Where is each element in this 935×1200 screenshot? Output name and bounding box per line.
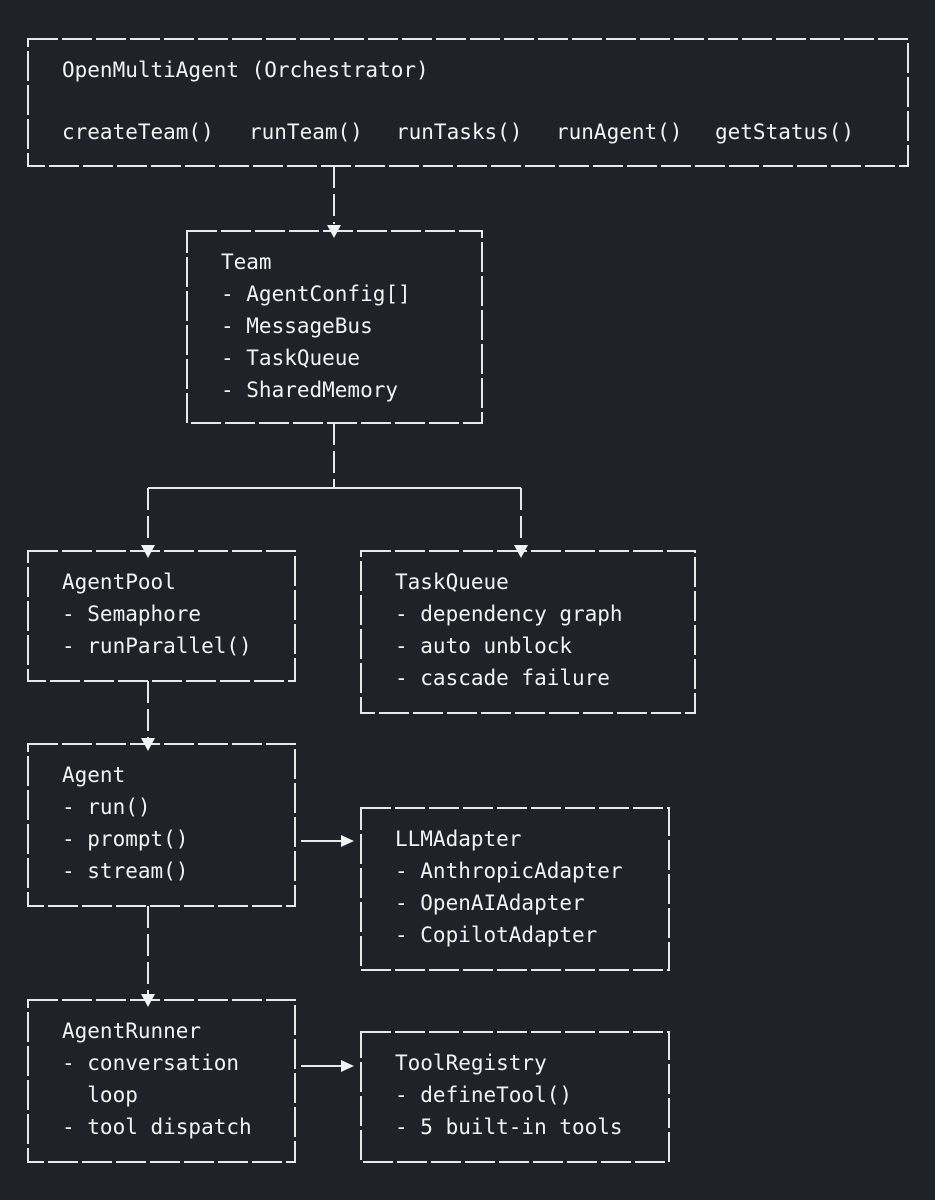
method-create-team: createTeam() (62, 120, 214, 144)
tool-registry-box: ToolRegistry - defineTool() - 5 built-in… (361, 1032, 669, 1162)
agent-pool-frame (27, 550, 296, 682)
tool-registry-title: ToolRegistry (395, 1051, 547, 1075)
agent-pool-title: AgentPool (62, 570, 176, 594)
agent-item: - stream() (62, 859, 189, 883)
team-item: - AgentConfig[] (221, 282, 411, 306)
method-get-status: getStatus() (715, 120, 855, 144)
tool-registry-item: - defineTool() (395, 1083, 573, 1107)
arrowhead-right-icon (341, 835, 354, 847)
task-queue-title: TaskQueue (395, 570, 509, 594)
task-queue-item: - cascade failure (395, 666, 610, 690)
task-queue-item: - auto unblock (395, 634, 573, 658)
agent-runner-box: AgentRunner - conversation loop - tool d… (28, 1000, 295, 1162)
orchestrator-frame (27, 38, 909, 167)
agent-pool-item: - Semaphore (62, 602, 202, 626)
agent-item: - prompt() (62, 827, 189, 851)
team-box: Team - AgentConfig[] - MessageBus - Task… (187, 231, 482, 423)
agent-runner-title: AgentRunner (62, 1019, 202, 1043)
team-item: - TaskQueue (221, 346, 361, 370)
orchestrator-box: OpenMultiAgent (Orchestrator) createTeam… (28, 39, 908, 166)
agent-runner-item: - conversation (62, 1051, 240, 1075)
llm-adapter-title: LLMAdapter (395, 827, 522, 851)
arrowhead-down-icon (514, 545, 528, 558)
arrowhead-right-icon (341, 1060, 354, 1072)
llm-adapter-item: - AnthropicAdapter (395, 859, 623, 883)
agent-pool-item: - runParallel() (62, 634, 252, 658)
arrowhead-down-icon (141, 738, 155, 751)
llm-adapter-frame (360, 807, 670, 971)
agent-pool-box: AgentPool - Semaphore - runParallel() (28, 551, 295, 681)
team-item: - SharedMemory (221, 378, 399, 402)
tool-registry-frame (360, 1031, 670, 1163)
agent-runner-frame (27, 999, 296, 1163)
orchestrator-title: OpenMultiAgent (Orchestrator) (62, 58, 429, 82)
task-queue-item: - dependency graph (395, 602, 623, 626)
agent-frame (27, 743, 296, 907)
method-run-agent: runAgent() (556, 120, 683, 144)
llm-adapter-item: - CopilotAdapter (395, 923, 598, 947)
agent-runner-item: loop (62, 1083, 138, 1107)
agent-item: - run() (62, 795, 151, 819)
task-queue-frame (360, 550, 696, 714)
team-item: - MessageBus (221, 314, 373, 338)
arrowhead-down-icon (327, 225, 341, 238)
agent-runner-item: - tool dispatch (62, 1115, 252, 1139)
arrowhead-down-icon (141, 545, 155, 558)
agent-title: Agent (62, 763, 126, 787)
task-queue-box: TaskQueue - dependency graph - auto unbl… (361, 551, 695, 713)
llm-adapter-item: - OpenAIAdapter (395, 891, 585, 915)
arrowhead-down-icon (141, 994, 155, 1007)
agent-box: Agent - run() - prompt() - stream() (28, 744, 295, 906)
method-run-tasks: runTasks() (396, 120, 523, 144)
method-run-team: runTeam() (249, 120, 363, 144)
team-title: Team (221, 250, 272, 274)
tool-registry-item: - 5 built-in tools (395, 1115, 623, 1139)
llm-adapter-box: LLMAdapter - AnthropicAdapter - OpenAIAd… (361, 808, 669, 970)
